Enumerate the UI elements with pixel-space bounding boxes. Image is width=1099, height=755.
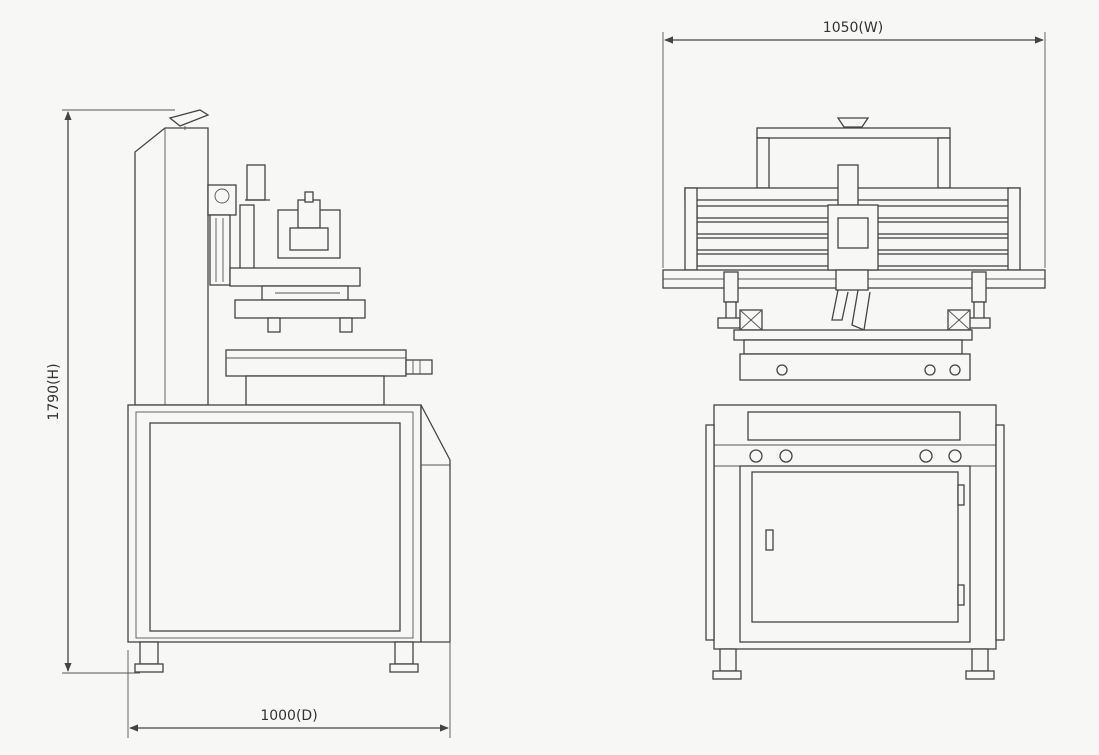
front-top-frame: [756, 117, 951, 189]
front-side-arms: [717, 271, 991, 331]
side-print-head: [229, 164, 366, 333]
side-view: [127, 109, 451, 673]
side-print-table: [225, 349, 433, 406]
side-column: [134, 109, 210, 406]
side-gauge-panel: [207, 184, 237, 286]
width-dimension: 1050(W): [662, 20, 1046, 268]
depth-dimension: 1000(D): [127, 470, 451, 738]
width-label: 1050(W): [823, 20, 883, 36]
height-dimension: 1790(H): [46, 109, 175, 674]
front-print-table: [733, 329, 973, 381]
front-view: [662, 117, 1046, 680]
height-label: 1790(H): [46, 363, 62, 420]
front-carriage: [827, 164, 879, 331]
depth-label: 1000(D): [260, 708, 317, 724]
side-cabinet: [127, 404, 451, 673]
front-cabinet: [705, 404, 1005, 680]
